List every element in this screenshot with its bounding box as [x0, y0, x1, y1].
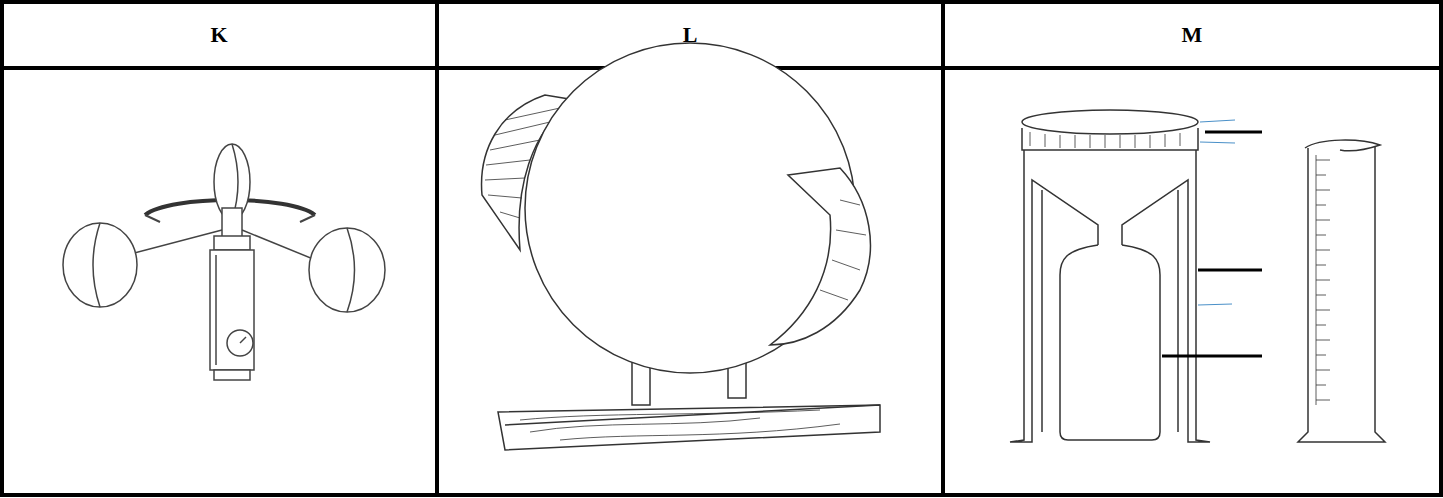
- rain-gauge: [1010, 110, 1210, 442]
- blue-marks: [1198, 120, 1235, 305]
- leader-lines: [1162, 132, 1262, 356]
- measuring-cylinder: [1298, 140, 1385, 442]
- anemometer: [63, 144, 385, 380]
- column-heading: L: [683, 24, 698, 46]
- column-heading: K: [210, 24, 227, 46]
- column-heading: M: [1182, 24, 1203, 46]
- sunshine-recorder: [482, 43, 880, 450]
